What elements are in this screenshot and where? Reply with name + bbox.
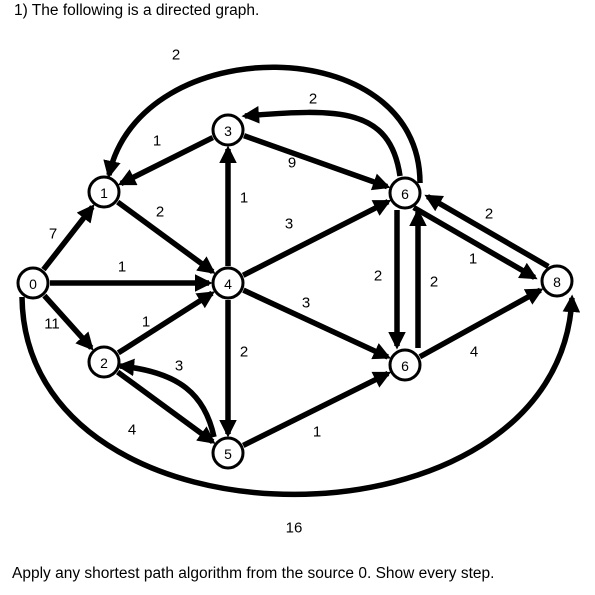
edge-weight-n2-n5: 4 [128, 422, 136, 439]
edge-weight-n0-n2: 11 [44, 316, 60, 333]
node-circle-n5 [211, 436, 245, 470]
node-label-n6top: 6 [401, 186, 409, 202]
edge-weight-n4-n6top: 3 [285, 216, 293, 233]
node-circle-n0 [16, 266, 50, 300]
edge-weight-n5-n2: 3 [175, 358, 183, 375]
edge-n5-n2 [116, 358, 217, 438]
edge-n0-n1 [41, 204, 95, 272]
edge-weight-n6top-n6bot: 2 [374, 268, 382, 285]
edge-weight-n3-n1: 1 [153, 133, 161, 150]
edge-n4-n6top [241, 199, 392, 278]
node-n0: 0 [16, 266, 50, 300]
edge-n6bot-n8 [418, 287, 544, 360]
node-circle-n8 [540, 264, 574, 298]
question-text: 1) The following is a directed graph. [14, 2, 260, 19]
node-n2: 2 [87, 345, 121, 379]
node-n8: 8 [540, 264, 574, 298]
node-n6top: 6 [388, 176, 422, 210]
node-label-n1: 1 [100, 185, 108, 201]
edge-n4-n6bot [242, 287, 391, 360]
edge-n0-n8 [19, 294, 581, 497]
node-circle-n6bot [388, 348, 422, 382]
edge-weight-n3-n6top: 9 [288, 155, 296, 172]
edge-n3-n6top [243, 133, 391, 191]
node-circle-n3 [211, 113, 245, 147]
edge-weight-n5-n6bot: 1 [313, 424, 321, 441]
node-n4: 4 [211, 266, 245, 300]
node-n5: 5 [211, 436, 245, 470]
edge-weight-n6top-n8: 1 [469, 251, 477, 268]
node-label-n2: 2 [100, 355, 108, 371]
edge-weight-n0-n1: 7 [49, 226, 57, 243]
edge-weight-n0-n8: 16 [286, 520, 303, 537]
node-label-n3: 3 [224, 123, 232, 139]
edge-weight-n1-n4: 2 [156, 204, 164, 221]
node-n6bot: 6 [388, 348, 422, 382]
node-label-n0: 0 [29, 276, 37, 292]
node-label-n4: 4 [224, 276, 232, 292]
edge-weight-n2-n4: 1 [142, 314, 150, 331]
edge-n2-n4 [116, 290, 215, 356]
edge-weight-n0-n4: 1 [118, 259, 126, 276]
edge-n5-n6bot [241, 370, 392, 448]
node-circle-n1 [87, 175, 121, 209]
node-circle-n2 [87, 345, 121, 379]
edge-n8-n6top [424, 194, 550, 269]
edge-weight-n6top-n1: 2 [172, 47, 180, 64]
edge-n3-n1 [117, 135, 215, 186]
edge-n0-n2 [42, 293, 94, 351]
edge-n2-n5 [116, 369, 216, 444]
node-circle-n6top [388, 176, 422, 210]
edge-weight-n4-n3: 1 [240, 190, 248, 207]
edge-weight-n6bot-n8: 4 [470, 344, 478, 361]
node-circle-n4 [211, 266, 245, 300]
node-n3: 3 [211, 113, 245, 147]
node-label-n6bot: 6 [401, 358, 409, 374]
node-label-n5: 5 [224, 446, 232, 462]
edge-n6top-n3 [241, 106, 403, 177]
edge-weight-n6bot-n6top: 2 [430, 274, 438, 291]
node-n1: 1 [87, 175, 121, 209]
edge-weight-n8-n6top: 2 [485, 206, 493, 223]
instruction-text: Apply any shortest path algorithm from t… [12, 565, 495, 582]
edge-weight-n4-n6bot: 3 [302, 295, 310, 312]
edge-n6top-n1 [103, 64, 423, 184]
node-label-n8: 8 [553, 274, 561, 290]
edge-weight-n6top-n3: 2 [309, 91, 317, 108]
edge-weight-n4-n5: 2 [240, 344, 248, 361]
edge-n6top-n8 [412, 205, 538, 280]
edge-n1-n4 [116, 199, 216, 274]
